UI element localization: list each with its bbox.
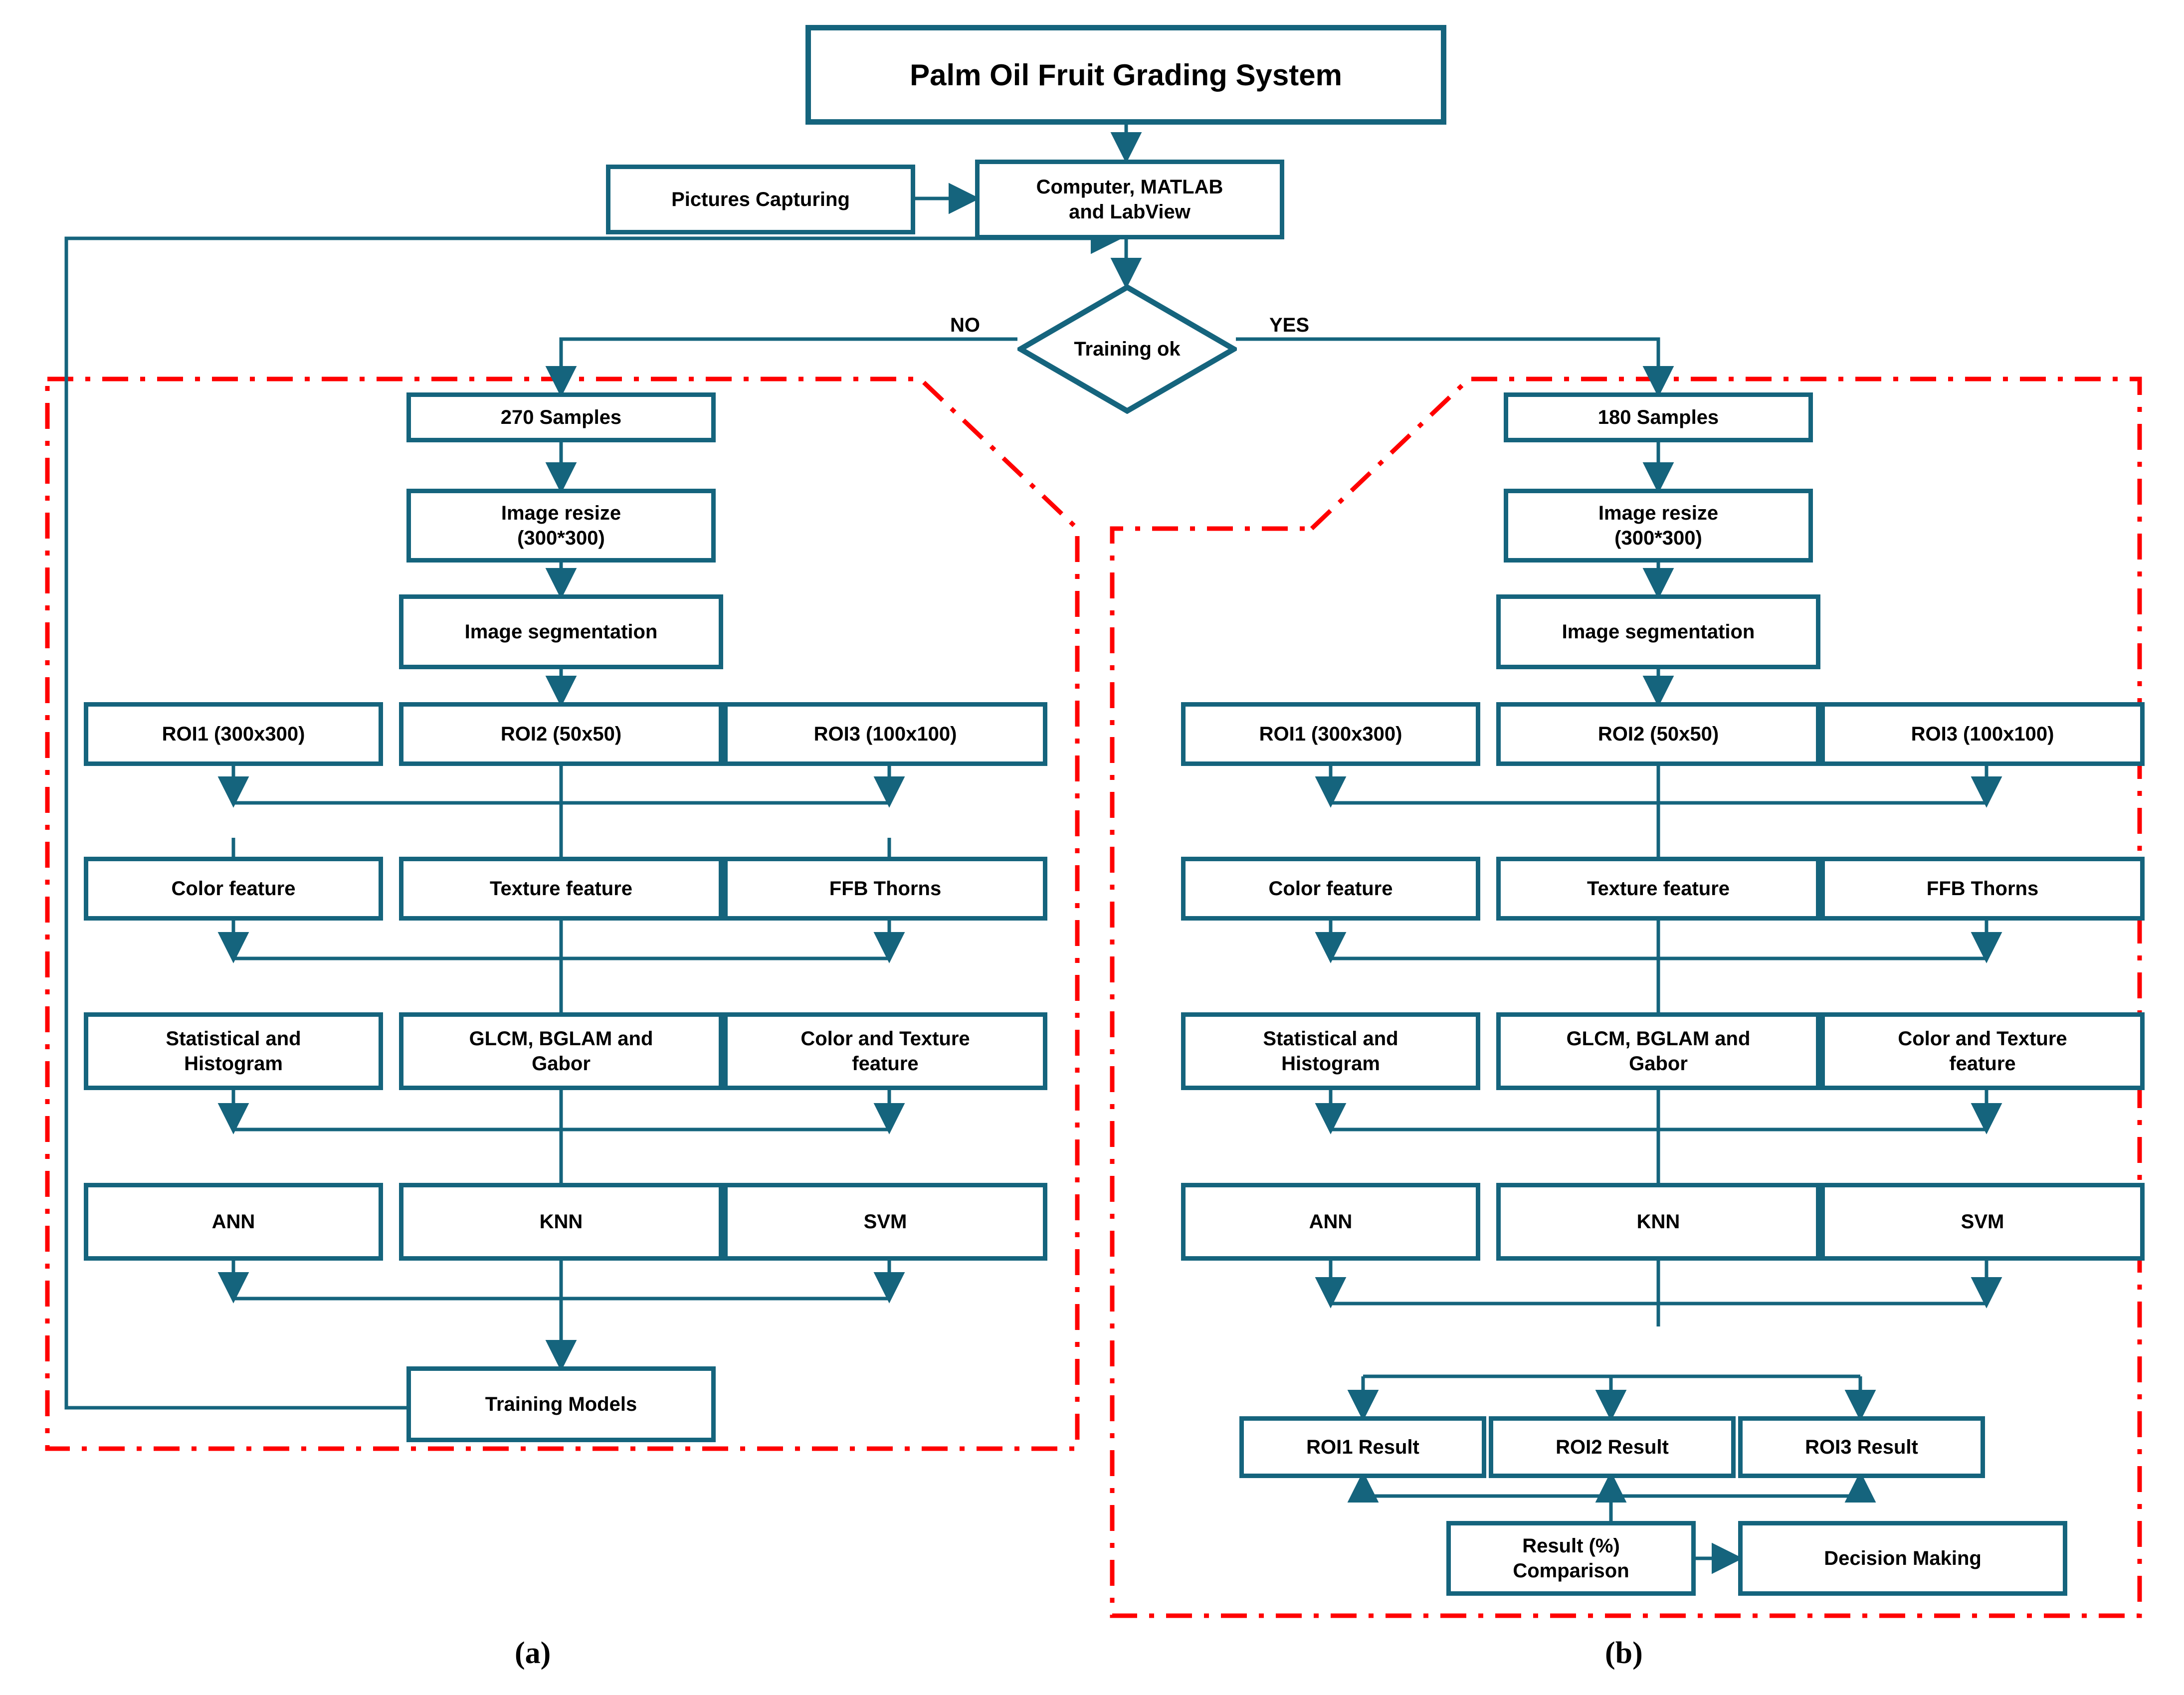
- b-roi1-box: ROI1 (300x300): [1181, 702, 1480, 766]
- a-texture-feature-box: Texture feature: [399, 857, 723, 921]
- b-roi2-result-box: ROI2 Result: [1489, 1416, 1736, 1478]
- b-glcm-bglam-gabor-text: GLCM, BGLAM and Gabor: [1566, 1028, 1751, 1075]
- b-result-comparison-text: Result (%) Comparison: [1513, 1535, 1629, 1582]
- b-knn-text: KNN: [1636, 1211, 1680, 1233]
- a-samples-text: 270 Samples: [500, 406, 622, 428]
- testing-panel-border: [1110, 377, 2142, 1618]
- b-statistical-histogram-box: Statistical and Histogram: [1181, 1012, 1480, 1090]
- b-ann-box: ANN: [1181, 1183, 1480, 1261]
- a-statistical-histogram-text: Statistical and Histogram: [166, 1028, 301, 1075]
- a-training-models-box: Training Models: [406, 1366, 716, 1442]
- training-panel-border: [45, 377, 1080, 1451]
- b-texture-feature-box: Texture feature: [1496, 857, 1820, 921]
- b-roi1-text: ROI1 (300x300): [1259, 723, 1402, 745]
- a-svm-text: SVM: [863, 1211, 907, 1233]
- b-image-resize-text: Image resize (300*300): [1598, 502, 1719, 549]
- b-image-segmentation-text: Image segmentation: [1562, 621, 1755, 643]
- a-color-feature-text: Color feature: [171, 878, 296, 900]
- a-glcm-bglam-gabor-text: GLCM, BGLAM and Gabor: [469, 1028, 653, 1075]
- b-roi1-result-text: ROI1 Result: [1306, 1436, 1419, 1458]
- branch-label-no: NO: [950, 314, 980, 336]
- b-ffb-thorns-text: FFB Thorns: [1926, 878, 2039, 900]
- b-ffb-thorns-box: FFB Thorns: [1820, 857, 2145, 921]
- b-roi2-box: ROI2 (50x50): [1496, 702, 1820, 766]
- b-color-texture-feature-text: Color and Texture feature: [1898, 1028, 2067, 1075]
- b-svm-box: SVM: [1820, 1183, 2145, 1261]
- b-roi2-text: ROI2 (50x50): [1597, 723, 1719, 745]
- a-ffb-thorns-box: FFB Thorns: [723, 857, 1047, 921]
- training-ok-decision: Training ok: [1017, 284, 1237, 414]
- b-roi3-box: ROI3 (100x100): [1820, 702, 2145, 766]
- b-ann-text: ANN: [1309, 1211, 1353, 1233]
- a-image-segmentation-text: Image segmentation: [464, 621, 658, 643]
- b-color-feature-text: Color feature: [1268, 878, 1393, 900]
- a-statistical-histogram-box: Statistical and Histogram: [84, 1012, 383, 1090]
- a-roi1-text: ROI1 (300x300): [162, 723, 305, 745]
- b-roi2-result-text: ROI2 Result: [1556, 1436, 1669, 1458]
- b-samples-box: 180 Samples: [1504, 392, 1813, 442]
- a-image-resize-box: Image resize (300*300): [406, 489, 716, 563]
- a-roi2-text: ROI2 (50x50): [500, 723, 622, 745]
- a-ann-box: ANN: [84, 1183, 383, 1261]
- title-text: Palm Oil Fruit Grading System: [910, 58, 1342, 92]
- a-image-segmentation-box: Image segmentation: [399, 594, 723, 669]
- a-color-texture-feature-box: Color and Texture feature: [723, 1012, 1047, 1090]
- a-texture-feature-text: Texture feature: [489, 878, 632, 900]
- a-image-resize-text: Image resize (300*300): [501, 502, 621, 549]
- b-decision-making-text: Decision Making: [1824, 1547, 1982, 1569]
- a-ffb-thorns-text: FFB Thorns: [829, 878, 942, 900]
- b-decision-making-box: Decision Making: [1738, 1521, 2067, 1596]
- title-box: Palm Oil Fruit Grading System: [805, 25, 1446, 125]
- caption-a: (a): [515, 1636, 551, 1670]
- wire-feedback-loop: [64, 222, 1122, 1410]
- a-knn-box: KNN: [399, 1183, 723, 1261]
- b-statistical-histogram-text: Statistical and Histogram: [1263, 1028, 1398, 1075]
- a-roi3-text: ROI3 (100x100): [813, 723, 957, 745]
- b-roi1-result-box: ROI1 Result: [1239, 1416, 1486, 1478]
- a-knn-text: KNN: [539, 1211, 583, 1233]
- a-training-models-text: Training Models: [485, 1393, 637, 1415]
- a-color-feature-box: Color feature: [84, 857, 383, 921]
- branch-label-yes: YES: [1269, 314, 1310, 336]
- a-svm-box: SVM: [723, 1183, 1047, 1261]
- pictures-capturing-text: Pictures Capturing: [671, 188, 850, 210]
- caption-b: (b): [1605, 1636, 1643, 1670]
- b-svm-text: SVM: [1961, 1211, 2004, 1233]
- pictures-capturing-box: Pictures Capturing: [606, 165, 915, 234]
- b-color-texture-feature-box: Color and Texture feature: [1820, 1012, 2145, 1090]
- b-roi3-text: ROI3 (100x100): [1911, 723, 2054, 745]
- b-texture-feature-text: Texture feature: [1587, 878, 1730, 900]
- b-roi3-result-text: ROI3 Result: [1805, 1436, 1918, 1458]
- a-samples-box: 270 Samples: [406, 392, 716, 442]
- a-roi3-box: ROI3 (100x100): [723, 702, 1047, 766]
- b-color-feature-box: Color feature: [1181, 857, 1480, 921]
- a-roi1-box: ROI1 (300x300): [84, 702, 383, 766]
- wire-no-branch: [545, 337, 1017, 397]
- b-image-resize-box: Image resize (300*300): [1504, 489, 1813, 563]
- wire-yes-branch: [1236, 337, 1674, 397]
- b-samples-text: 180 Samples: [1597, 406, 1719, 428]
- b-image-segmentation-box: Image segmentation: [1496, 594, 1820, 669]
- b-glcm-bglam-gabor-box: GLCM, BGLAM and Gabor: [1496, 1012, 1820, 1090]
- b-result-comparison-box: Result (%) Comparison: [1446, 1521, 1696, 1596]
- b-knn-box: KNN: [1496, 1183, 1820, 1261]
- a-color-texture-feature-text: Color and Texture feature: [800, 1028, 970, 1075]
- computer-matlab-labview-box: Computer, MATLAB and LabView: [975, 160, 1284, 239]
- a-glcm-bglam-gabor-box: GLCM, BGLAM and Gabor: [399, 1012, 723, 1090]
- a-ann-text: ANN: [211, 1211, 255, 1233]
- b-roi3-result-box: ROI3 Result: [1738, 1416, 1985, 1478]
- computer-matlab-labview-text: Computer, MATLAB and LabView: [1036, 176, 1223, 223]
- a-roi2-box: ROI2 (50x50): [399, 702, 723, 766]
